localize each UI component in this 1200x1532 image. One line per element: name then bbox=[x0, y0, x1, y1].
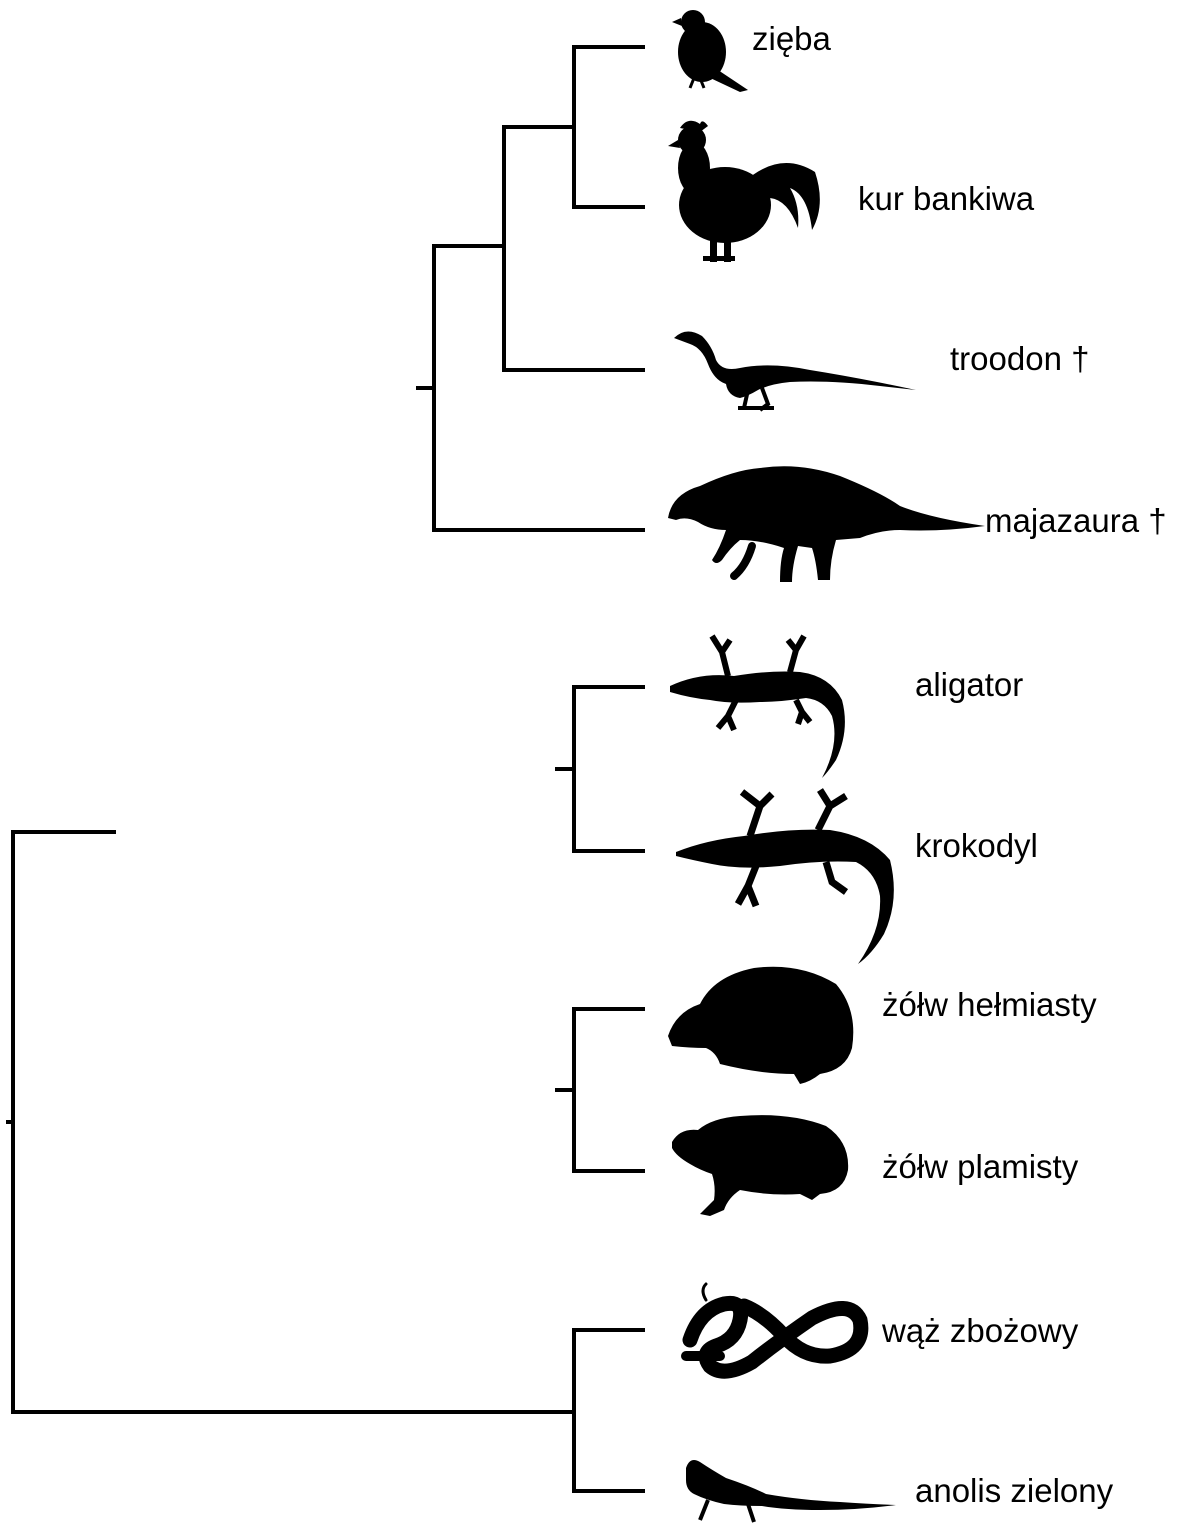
troodon-silhouette-icon bbox=[674, 331, 916, 410]
corn-snake-silhouette-icon bbox=[686, 1284, 861, 1371]
taxon-label-kur-bankiwa: kur bankiwa bbox=[858, 182, 1034, 215]
rooster-silhouette-icon bbox=[668, 121, 820, 262]
taxon-label-zolw-helmiasty: żółw hełmiasty bbox=[882, 988, 1097, 1021]
branch-squamates bbox=[574, 1330, 643, 1491]
spotted-turtle-silhouette-icon bbox=[672, 1115, 848, 1216]
branch-dinosaurs-majazaura bbox=[434, 246, 643, 530]
taxon-label-troodon: troodon † bbox=[950, 342, 1089, 375]
maiasaura-silhouette-icon bbox=[668, 466, 985, 582]
branch-root bbox=[13, 832, 574, 1412]
taxon-label-waz-zbozowy: wąż zbożowy bbox=[882, 1314, 1078, 1347]
helmeted-turtle-silhouette-icon bbox=[668, 967, 853, 1084]
crocodile-silhouette-icon bbox=[676, 790, 894, 964]
green-anole-silhouette-icon bbox=[686, 1460, 896, 1522]
taxon-label-anolis-zielony: anolis zielony bbox=[915, 1474, 1113, 1507]
branch-turtles bbox=[574, 1009, 643, 1171]
finch-silhouette-icon bbox=[672, 10, 748, 92]
taxon-label-zieba: zięba bbox=[752, 22, 831, 55]
alligator-silhouette-icon bbox=[670, 636, 845, 778]
taxon-label-aligator: aligator bbox=[915, 668, 1023, 701]
branch-crocodilians bbox=[574, 687, 643, 851]
taxon-label-krokodyl: krokodyl bbox=[915, 829, 1038, 862]
branch-zieba-kur bbox=[574, 47, 643, 207]
taxon-label-majazaura: majazaura † bbox=[985, 504, 1167, 537]
taxon-label-zolw-plamisty: żółw plamisty bbox=[882, 1150, 1078, 1183]
tree-branches bbox=[8, 47, 643, 1491]
